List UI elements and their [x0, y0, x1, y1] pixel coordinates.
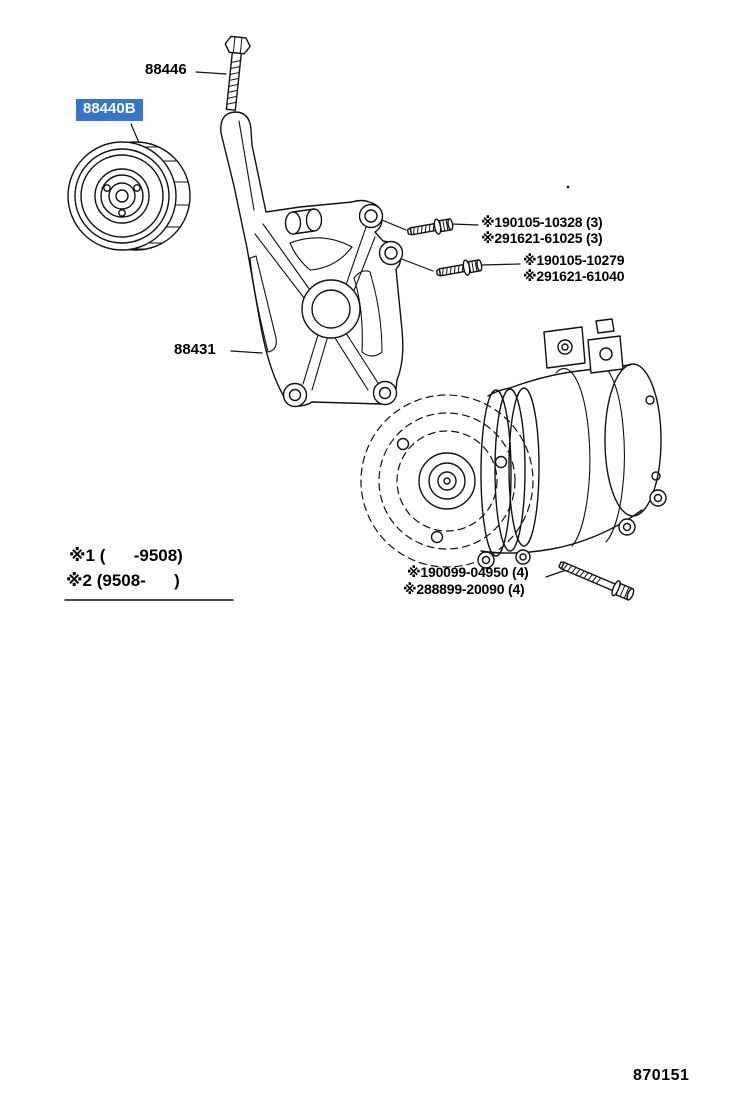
leader-lines	[130, 71, 567, 578]
diagram-code: 870151	[633, 1067, 690, 1084]
bolt-88446-drawing	[224, 35, 251, 111]
pulley-88440b-drawing	[67, 141, 191, 251]
legend-line-1: ※1 ( -9508)	[69, 546, 183, 565]
fastener-label-c1[interactable]: ※190099-04950 (4)	[407, 564, 529, 580]
stray-dot	[566, 185, 570, 189]
legend-line-2: ※2 (9508- )	[66, 571, 180, 590]
fastener-label-b1[interactable]: ※190105-10279	[523, 252, 625, 268]
fastener-label-a1[interactable]: ※190105-10328 (3)	[481, 214, 603, 230]
fastener-label-c2[interactable]: ※288899-20090 (4)	[403, 581, 525, 597]
bolt-set-a-drawing	[405, 215, 455, 240]
bolt-set-b-drawing	[434, 256, 484, 281]
part-label-88431[interactable]: 88431	[174, 341, 216, 358]
part-label-88446[interactable]: 88446	[145, 61, 187, 78]
long-bolt-drawing	[558, 561, 635, 601]
fastener-label-a2[interactable]: ※291621-61025 (3)	[481, 230, 603, 246]
bracket-88431-drawing	[220, 111, 404, 408]
compressor-drawing	[360, 318, 667, 569]
part-label-88440b-highlighted[interactable]: 88440B	[76, 99, 143, 121]
fastener-label-b2[interactable]: ※291621-61040	[523, 268, 625, 284]
